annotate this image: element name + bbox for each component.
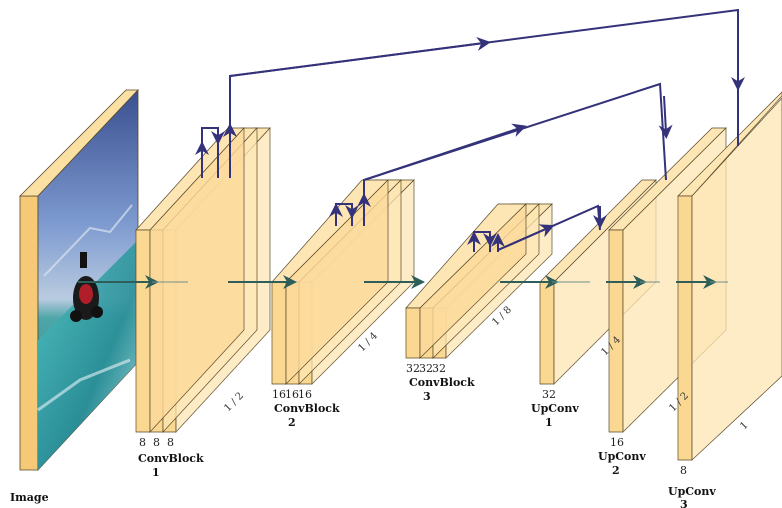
input-image — [19, 88, 139, 472]
convblock-1-index: 1 — [152, 466, 160, 479]
upconv-3-name: UpConv — [668, 485, 716, 498]
convblock-2-name: ConvBlock — [274, 402, 340, 415]
convblock-1-slab — [135, 127, 245, 433]
convblock-3-channels: 32 — [432, 362, 446, 375]
convblock-2-layers — [271, 179, 415, 385]
convblock-2-channels: 16 — [285, 388, 299, 401]
channel-labels: 8 8 8 16 16 16 32 32 32 32 16 8 — [139, 362, 687, 477]
upconv-1-channels: 32 — [542, 388, 556, 401]
convblock-1-channels: 8 — [153, 436, 160, 449]
input-image-ice — [38, 240, 138, 470]
upconv-3-channels: 8 — [680, 464, 687, 477]
convblock-2-index: 2 — [288, 416, 296, 429]
input-image-side — [19, 195, 39, 471]
convblock-3-index: 3 — [423, 390, 431, 403]
upconv-3-layer — [677, 91, 782, 461]
upconv-2-name: UpConv — [598, 450, 646, 463]
convblock-1-name: ConvBlock — [138, 452, 204, 465]
upconv-2-index: 2 — [612, 464, 620, 477]
convblock-1-scale: 1 / 2 — [222, 390, 246, 414]
block-names: Image ConvBlock 1 ConvBlock 2 ConvBlock … — [10, 376, 716, 508]
kart-icon — [70, 252, 103, 322]
upconv-1-index: 1 — [545, 416, 553, 429]
input-image-mountains — [43, 204, 133, 277]
upconv-3-scale: 1 — [738, 420, 750, 432]
input-image-label: Image — [10, 491, 49, 504]
convblock-3-layers — [405, 203, 553, 359]
convblock-1-channels: 8 — [139, 436, 146, 449]
convblock-3-channels: 32 — [406, 362, 420, 375]
skip-connections — [195, 8, 745, 252]
upconv-3-index: 3 — [680, 498, 688, 508]
convblock-2-channels: 16 — [272, 388, 286, 401]
upconv-2-channels: 16 — [610, 436, 624, 449]
skip-arrow-convblock1-upconv3 — [229, 8, 739, 178]
convblock-1-channels: 8 — [167, 436, 174, 449]
convblock-3-channels: 32 — [419, 362, 433, 375]
convblock-2-channels: 16 — [298, 388, 312, 401]
convblock-3-name: ConvBlock — [409, 376, 475, 389]
upconv-1-name: UpConv — [531, 402, 579, 415]
